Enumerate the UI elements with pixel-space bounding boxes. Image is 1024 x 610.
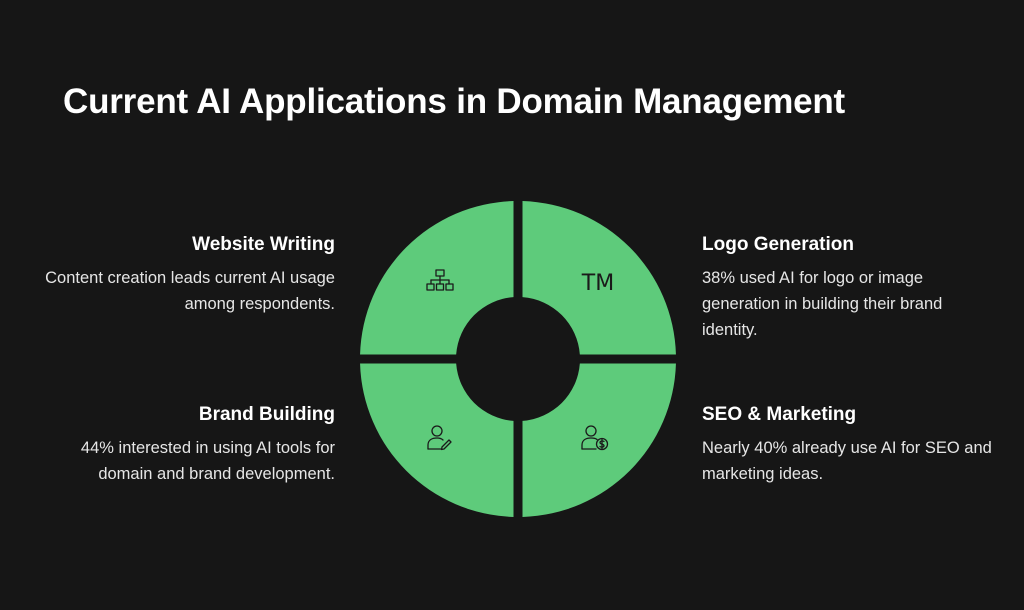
seo-marketing-segment: [522, 363, 676, 517]
website-writing-segment: [360, 201, 514, 355]
logo-generation-segment: [522, 201, 676, 355]
seo-marketing-heading: SEO & Marketing: [702, 404, 857, 425]
brand-building-block: Brand Building 44% interested in using A…: [35, 402, 335, 487]
logo-generation-description: 38% used AI for logo or image generation…: [702, 269, 943, 339]
seo-marketing-description: Nearly 40% already use AI for SEO and ma…: [702, 439, 992, 483]
logo-generation-block: Logo Generation 38% used AI for logo or …: [702, 232, 1002, 343]
trademark-icon: TM: [581, 271, 614, 296]
brand-building-segment: [360, 363, 514, 517]
website-writing-block: Website Writing Content creation leads c…: [35, 232, 335, 317]
seo-marketing-block: SEO & Marketing Nearly 40% already use A…: [702, 402, 1002, 487]
person-edit-icon: [427, 425, 452, 451]
brand-building-description: 44% interested in using AI tools for dom…: [80, 439, 335, 483]
logo-generation-heading: Logo Generation: [702, 234, 854, 255]
person-dollar-icon: [581, 425, 609, 451]
page-title: Current AI Applications in Domain Manage…: [63, 82, 846, 121]
brand-building-heading: Brand Building: [198, 404, 335, 425]
website-writing-heading: Website Writing: [192, 234, 335, 255]
sitemap-icon: [426, 269, 454, 291]
website-writing-description: Content creation leads current AI usage …: [45, 269, 335, 313]
